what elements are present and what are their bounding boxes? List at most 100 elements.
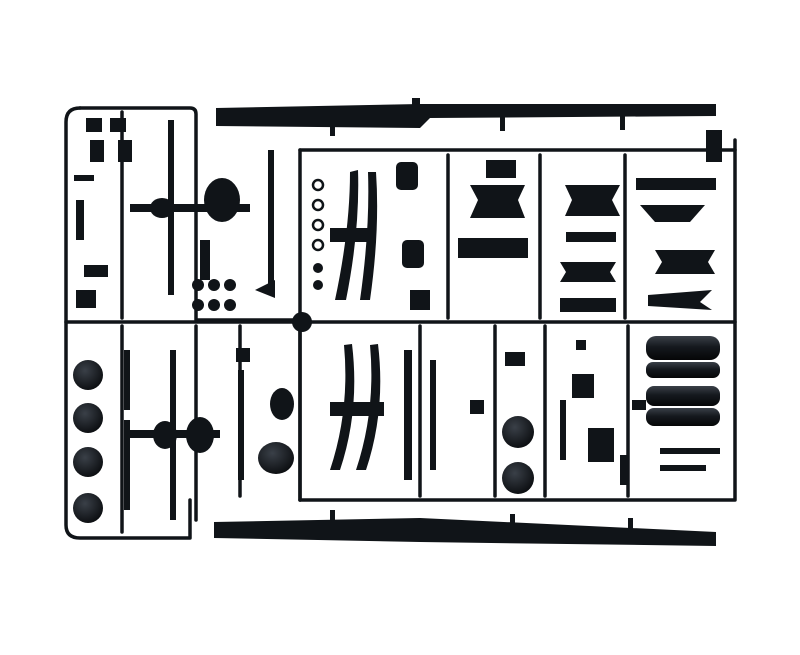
rod [660,465,706,471]
rod [404,350,412,480]
fuel-tank [646,386,720,406]
rail-tab [628,518,633,530]
leaf-spring-upper [311,162,430,310]
ring [313,280,323,290]
part [505,352,525,366]
bracket [565,185,620,216]
rod [238,370,244,480]
cab-brackets [74,118,132,308]
bracket [648,290,712,310]
sprue-gate [292,312,312,332]
part [224,299,236,311]
rear-axle-assembly [124,348,294,520]
part [470,400,484,414]
fuel-tank [646,362,720,378]
ring [311,178,325,192]
rail-tab [620,116,625,130]
runner-top-left [78,106,304,322]
part [208,299,220,311]
tank-part [396,162,418,190]
ring [311,218,325,232]
runner-left [64,106,192,540]
rail-tab [412,98,420,106]
bracket [560,262,616,282]
part [110,118,126,132]
wheel [73,493,103,523]
rod [124,420,130,510]
fuel-tank [646,408,720,426]
leaf-spring-lower [330,344,436,480]
part [258,442,294,474]
part [236,348,250,362]
part [620,455,628,485]
part [192,299,204,311]
part [576,340,586,350]
part [255,280,275,298]
bracket [655,250,715,274]
chassis-rail-bottom [214,518,716,546]
part [224,279,236,291]
wheel [73,403,103,433]
differential [204,178,240,222]
part [192,279,204,291]
part [560,298,616,312]
brake-drum [502,462,534,494]
part [76,200,84,240]
part [208,279,220,291]
part [90,140,104,162]
part [76,290,96,308]
chassis-rail-top [216,104,716,128]
part [706,130,722,162]
gearbox [588,428,614,462]
transmission-parts [560,340,628,485]
part [84,265,108,277]
part [632,400,646,410]
brake-drums [470,352,534,494]
fuel-tank [646,336,720,360]
part [200,240,210,280]
tank-part [402,240,424,268]
axle-beam [130,204,250,212]
wheel [73,447,103,477]
part [566,232,616,242]
rod [560,400,566,460]
mounting-brackets [458,130,722,312]
rail-tab [330,126,335,136]
chassis-rails [214,98,716,546]
rod [268,150,274,290]
wheels [73,360,103,523]
ring [311,238,325,252]
part [74,175,94,181]
spring-clamp [330,402,384,416]
rail-tab [500,117,505,131]
axle-beam [130,430,220,438]
fuel-tanks [632,336,720,471]
leaf-spring [356,344,381,470]
bracket [458,238,528,258]
wheel [73,360,103,390]
part [572,374,594,398]
rail-tab [510,514,515,524]
part [410,290,430,310]
spring-clamp [330,228,376,242]
bracket [470,185,525,218]
rod [124,350,130,410]
part [86,118,102,132]
leaf-spring [330,344,355,470]
rod [660,448,720,454]
front-axle-assembly [130,120,275,311]
ring [313,263,323,273]
bracket [640,205,705,222]
part [270,388,294,420]
part [486,160,516,178]
bracket [636,178,716,190]
rail-tab [330,510,335,520]
ring [311,198,325,212]
runner-right [298,138,737,502]
rod [430,360,436,470]
part [118,140,132,162]
brake-drum [502,416,534,448]
